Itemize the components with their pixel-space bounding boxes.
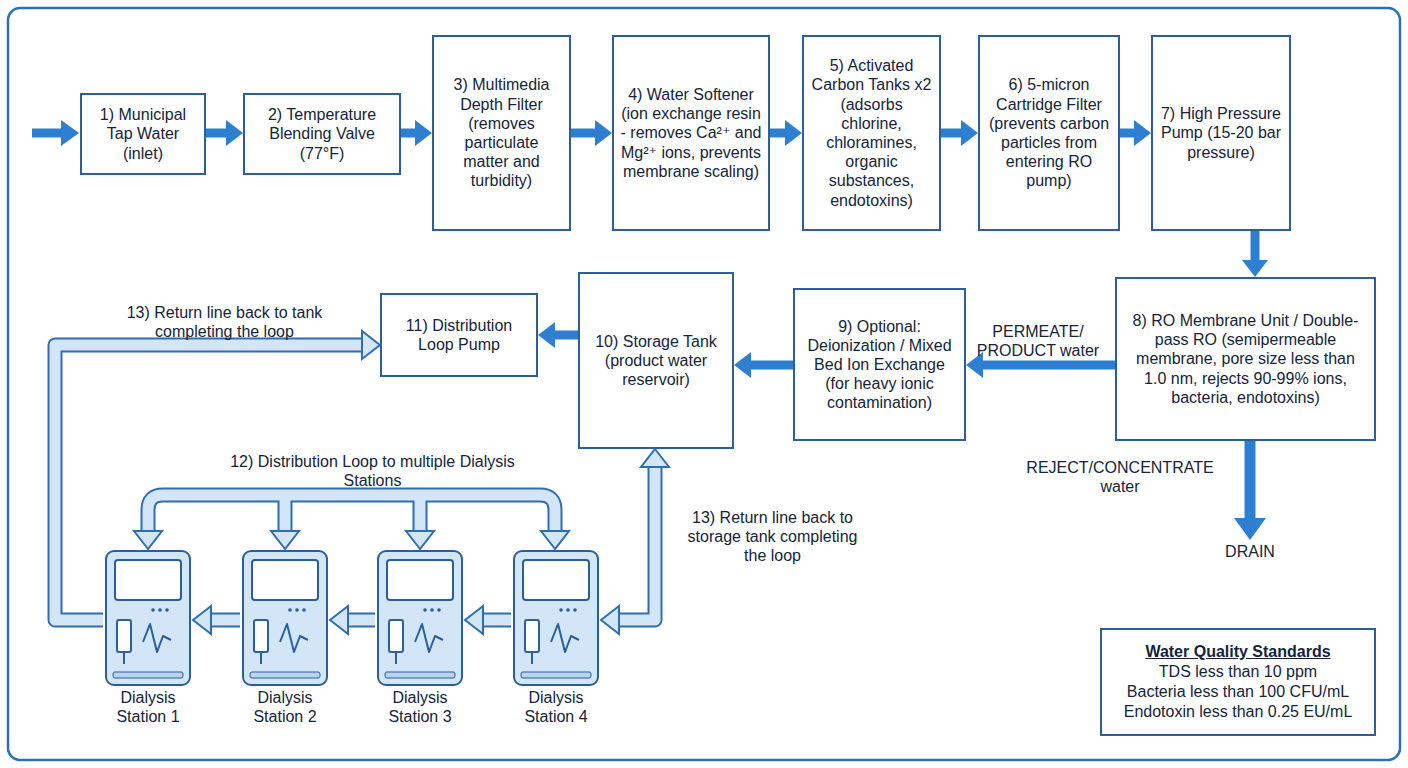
standard-line: Endotoxin less than 0.25 EU/mL <box>1124 702 1353 722</box>
flow-arrow <box>571 120 612 146</box>
box-text: 10) Storage Tank (product water reservoi… <box>586 332 726 390</box>
process-box: 9) Optional: Deionization / Mixed Bed Io… <box>793 288 966 441</box>
dialysis-station: Dialysis Station 4 <box>511 548 601 738</box>
flow-arrow <box>770 120 802 146</box>
flow-arrow <box>734 352 793 378</box>
flow-arrow <box>1120 120 1151 146</box>
dialysis-station: Dialysis Station 3 <box>375 548 465 738</box>
distribution-header <box>134 495 569 549</box>
loop-pipe <box>330 606 375 634</box>
edge-label: 13) Return line back to tank completing … <box>122 303 327 341</box>
process-box: 10) Storage Tank (product water reservoi… <box>578 272 734 449</box>
box-text: 3) Multimedia Depth Filter (removes part… <box>440 75 563 190</box>
dialysis-station: Dialysis Station 2 <box>240 548 330 738</box>
flow-arrow <box>1242 231 1268 277</box>
loop-pipe <box>193 606 240 634</box>
edge-label: PERMEATE/ PRODUCT water <box>968 322 1108 360</box>
box-text: 11) Distribution Loop Pump <box>388 316 530 354</box>
standard-line: TDS less than 10 ppm <box>1159 662 1317 682</box>
free-label: 12) Distribution Loop to multiple Dialys… <box>230 452 515 490</box>
flow-arrow <box>538 322 578 348</box>
edge-label: 13) Return line back to storage tank com… <box>680 508 865 566</box>
box-text: 8) RO Membrane Unit / Double-pass RO (se… <box>1123 311 1368 407</box>
process-box: 4) Water Softener (ion exchange resin - … <box>612 35 770 231</box>
box-heading: Water Quality Standards <box>1145 642 1330 662</box>
box-text: 2) Temperature Blending Valve (77°F) <box>251 105 393 163</box>
outer-frame <box>8 8 1400 760</box>
standards-box: Water Quality StandardsTDS less than 10 … <box>1100 628 1376 736</box>
box-text: 5) Activated Carbon Tanks x2 (adsorbs ch… <box>810 56 933 210</box>
station-name: Dialysis Station 4 <box>511 688 601 726</box>
drain-arrow <box>1234 441 1266 540</box>
box-text: 7) High Pressure Pump (15-20 bar pressur… <box>1159 104 1283 162</box>
box-text: 4) Water Softener (ion exchange resin - … <box>620 85 762 181</box>
flow-arrow <box>941 120 978 146</box>
process-box: 2) Temperature Blending Valve (77°F) <box>243 93 401 175</box>
process-box: 1) Municipal Tap Water (inlet) <box>80 93 206 175</box>
box-text: 6) 5-micron Cartridge Filter (prevents c… <box>986 75 1112 190</box>
box-text: 1) Municipal Tap Water (inlet) <box>88 105 198 163</box>
inlet-arrow <box>32 120 79 146</box>
dialysis-machine <box>511 548 601 688</box>
loop-pipe <box>465 606 511 634</box>
dialysis-machine <box>240 548 330 688</box>
flow-arrow <box>206 120 243 146</box>
standard-line: Bacteria less than 100 CFU/mL <box>1127 682 1349 702</box>
process-box: 7) High Pressure Pump (15-20 bar pressur… <box>1151 35 1291 231</box>
process-box: 5) Activated Carbon Tanks x2 (adsorbs ch… <box>802 35 941 231</box>
free-label: DRAIN <box>1210 542 1290 561</box>
dialysis-machine <box>103 548 193 688</box>
station-name: Dialysis Station 3 <box>375 688 465 726</box>
process-box: 11) Distribution Loop Pump <box>380 293 538 377</box>
station-name: Dialysis Station 2 <box>240 688 330 726</box>
free-label: REJECT/CONCENTRATE water <box>1020 458 1220 496</box>
dialysis-station: Dialysis Station 1 <box>103 548 193 738</box>
loop-pipe <box>601 449 669 634</box>
dialysis-machine <box>375 548 465 688</box>
station-name: Dialysis Station 1 <box>103 688 193 726</box>
loop-pipe <box>55 331 380 620</box>
box-text: 9) Optional: Deionization / Mixed Bed Io… <box>801 317 958 413</box>
process-box: 8) RO Membrane Unit / Double-pass RO (se… <box>1115 277 1376 441</box>
flow-arrow <box>401 120 432 146</box>
process-box: 6) 5-micron Cartridge Filter (prevents c… <box>978 35 1120 231</box>
process-box: 3) Multimedia Depth Filter (removes part… <box>432 35 571 231</box>
